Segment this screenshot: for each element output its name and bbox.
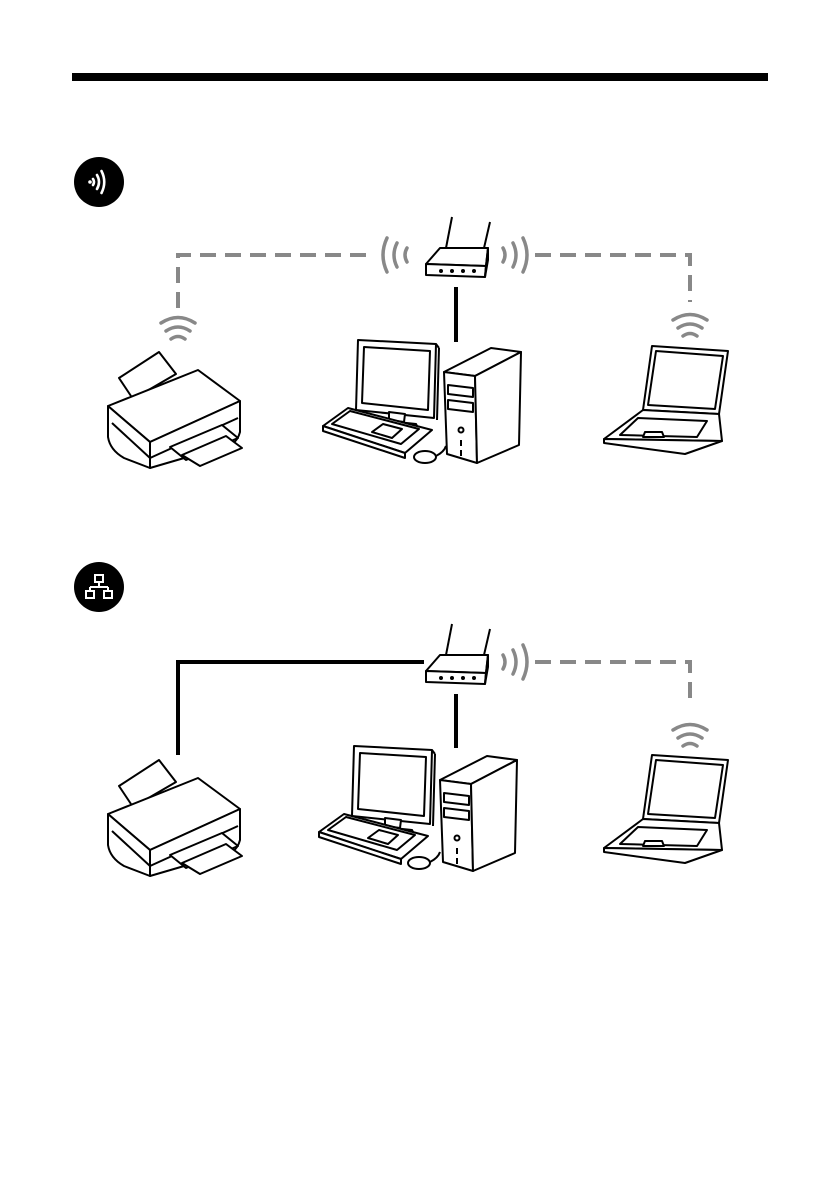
router-wave-right xyxy=(503,645,527,679)
laptop xyxy=(604,755,728,863)
section-wired xyxy=(0,0,840,360)
router xyxy=(426,624,490,684)
desktop-mouse xyxy=(408,852,440,869)
desktop-tower xyxy=(440,756,517,871)
link-printer-router-wired xyxy=(178,662,424,755)
laptop-wifi-wave xyxy=(673,725,707,747)
printer xyxy=(108,760,242,876)
link-router-laptop xyxy=(535,662,690,706)
